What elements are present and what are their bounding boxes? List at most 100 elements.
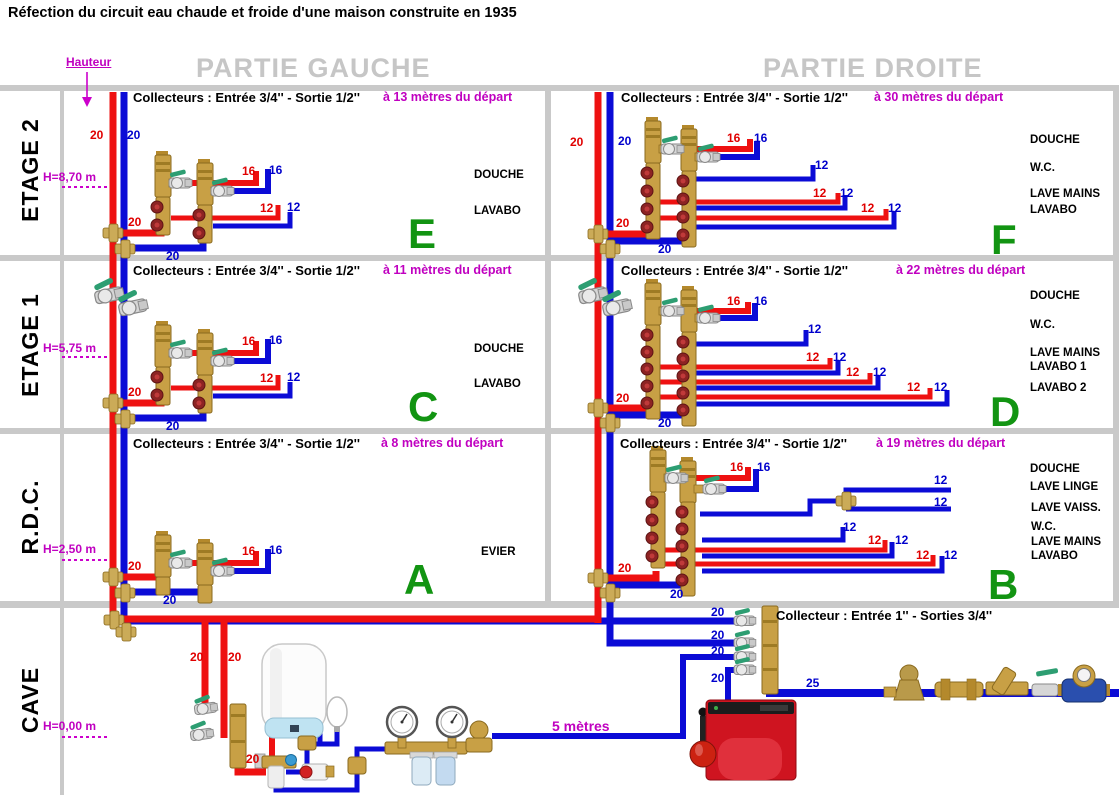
collectors-label-B: Collecteurs : Entrée 3/4'' - Sortie 1/2'…	[620, 436, 847, 451]
pipe-size-label: 12	[888, 201, 902, 215]
pipe-size-label: 20	[616, 216, 630, 230]
pipe-size-label: 20	[711, 628, 725, 642]
pipe-size-label: 12	[934, 495, 948, 509]
pipe-size-label: 16	[269, 333, 283, 347]
water-heater	[261, 643, 327, 739]
height-markers	[62, 186, 112, 738]
pipe-size-label: 20	[246, 752, 260, 766]
pipe-size-label: 12	[287, 200, 301, 214]
fixture-label-lavabo-1: LAVABO 1	[1030, 361, 1087, 373]
collectors-label-E: Collecteurs : Entrée 3/4'' - Sortie 1/2'…	[133, 90, 360, 105]
collector-C	[151, 320, 235, 413]
fixture-label-lave-mains: LAVE MAINS	[1030, 188, 1101, 200]
main-ball-valve	[1031, 668, 1059, 697]
filter-station	[384, 705, 469, 786]
collector-E	[151, 150, 235, 243]
cave-distance-label: 5 mètres	[552, 718, 610, 734]
pipe-size-label: 20	[166, 249, 180, 263]
water-meter	[1058, 664, 1110, 703]
pipe-size-label: 12	[944, 548, 958, 562]
floor-label-etage1: ETAGE 1	[16, 293, 43, 397]
pipe-size-label: 12	[287, 370, 301, 384]
height-etage1: H=5,75 m	[43, 341, 97, 355]
riser-isolation-valves	[91, 274, 634, 318]
fixture-label-lave-vaiss-: LAVE VAISS.	[1031, 502, 1101, 514]
pipe-size-label: 12	[260, 371, 274, 385]
pipe-size-label: 12	[934, 380, 948, 394]
pipe-size-label: 12	[840, 186, 854, 200]
cave-hot-collector	[188, 692, 247, 769]
hauteur-arrow	[82, 72, 92, 107]
boiler	[689, 699, 797, 781]
pipe-size-label: 20	[658, 416, 672, 430]
fixture-label-douche: DOUCHE	[1030, 463, 1080, 475]
pipe-size-label: 12	[934, 473, 948, 487]
pipe-size-label: 16	[754, 294, 768, 308]
pipe-size-label: 12	[813, 186, 827, 200]
fixture-label-lave-mains: LAVE MAINS	[1030, 347, 1101, 359]
pipe-size-label: 20	[163, 593, 177, 607]
pipe-size-label: 16	[242, 164, 256, 178]
pipe-size-label: 20	[127, 128, 141, 142]
pipe-size-label: 16	[754, 131, 768, 145]
height-rdc: H=2,50 m	[43, 542, 97, 556]
fixture-label-lave-linge: LAVE LINGE	[1030, 481, 1099, 493]
fixture-label-douche: DOUCHE	[1030, 290, 1080, 302]
pressure-reducer-main	[883, 664, 925, 701]
cave-collector-label: Collecteur : Entrée 1'' - Sorties 3/4''	[776, 608, 993, 623]
fixture-label-evier: EVIER	[481, 546, 516, 558]
pipe-size-label: 12	[861, 201, 875, 215]
pipe-size-label: 12	[895, 533, 909, 547]
section-letter-D: D	[990, 388, 1021, 435]
fixture-label-lavabo: LAVABO	[474, 378, 521, 390]
pipe-size-label: 20	[190, 650, 204, 664]
pipe-size-label: 20	[618, 561, 632, 575]
y-strainer	[985, 666, 1029, 696]
collectors-label-A: Collecteurs : Entrée 3/4'' - Sortie 1/2'…	[133, 436, 360, 451]
distance-label-B: à 19 mètres du départ	[876, 436, 1006, 450]
pipe-size-label: 12	[846, 365, 860, 379]
pipe-size-label: 12	[808, 322, 822, 336]
pipe-size-label: 20	[90, 128, 104, 142]
collectors-label-D: Collecteurs : Entrée 3/4'' - Sortie 1/2'…	[621, 263, 848, 278]
pipe-size-label: 20	[570, 135, 584, 149]
floor-label-rdc: R.D.C.	[16, 479, 43, 555]
fixture-label-douche: DOUCHE	[474, 169, 524, 181]
distance-label-C: à 11 mètres du départ	[383, 263, 512, 277]
pipe-size-label: 20	[670, 587, 684, 601]
pipe-size-label: 20	[711, 605, 725, 619]
fixture-label-lavabo: LAVABO	[474, 205, 521, 217]
section-letter-E: E	[408, 210, 437, 257]
section-letter-F: F	[991, 216, 1017, 263]
pipe-size-label: 16	[242, 544, 256, 558]
pipe-size-label: 20	[711, 671, 725, 685]
pipe-size-label: 25	[806, 676, 820, 690]
cave-main-collector	[733, 605, 779, 695]
pipe-size-label: 20	[128, 215, 142, 229]
check-valve	[934, 678, 984, 701]
collectors-label-C: Collecteurs : Entrée 3/4'' - Sortie 1/2'…	[133, 263, 360, 278]
pipe-size-label: 16	[730, 460, 744, 474]
pipe-size-label: 12	[907, 380, 921, 394]
pipe-size-label: 12	[873, 365, 887, 379]
pipe-size-label: 20	[228, 650, 242, 664]
pipe-size-label: 20	[618, 134, 632, 148]
fixture-label-lavabo: LAVABO	[1031, 550, 1078, 562]
pipe-size-label: 20	[616, 391, 630, 405]
fixture-label-lavabo: LAVABO	[1030, 204, 1077, 216]
pipe-size-label: 12	[815, 158, 829, 172]
pipe-size-label: 16	[757, 460, 771, 474]
expansion-vessel	[326, 696, 348, 732]
fixture-label-lavabo-2: LAVABO 2	[1030, 382, 1087, 394]
pipe-size-label: 20	[128, 559, 142, 573]
pipe-size-label: 12	[260, 201, 274, 215]
brass-elbows	[297, 735, 367, 775]
pipe-size-label: 20	[128, 385, 142, 399]
fixture-label-w-c-: W.C.	[1030, 319, 1055, 331]
section-letter-B: B	[988, 561, 1019, 608]
hauteur-label: Hauteur	[66, 55, 112, 69]
page-title: Réfection du circuit eau chaude et froid…	[8, 5, 517, 21]
distance-label-A: à 8 mètres du départ	[381, 436, 504, 450]
